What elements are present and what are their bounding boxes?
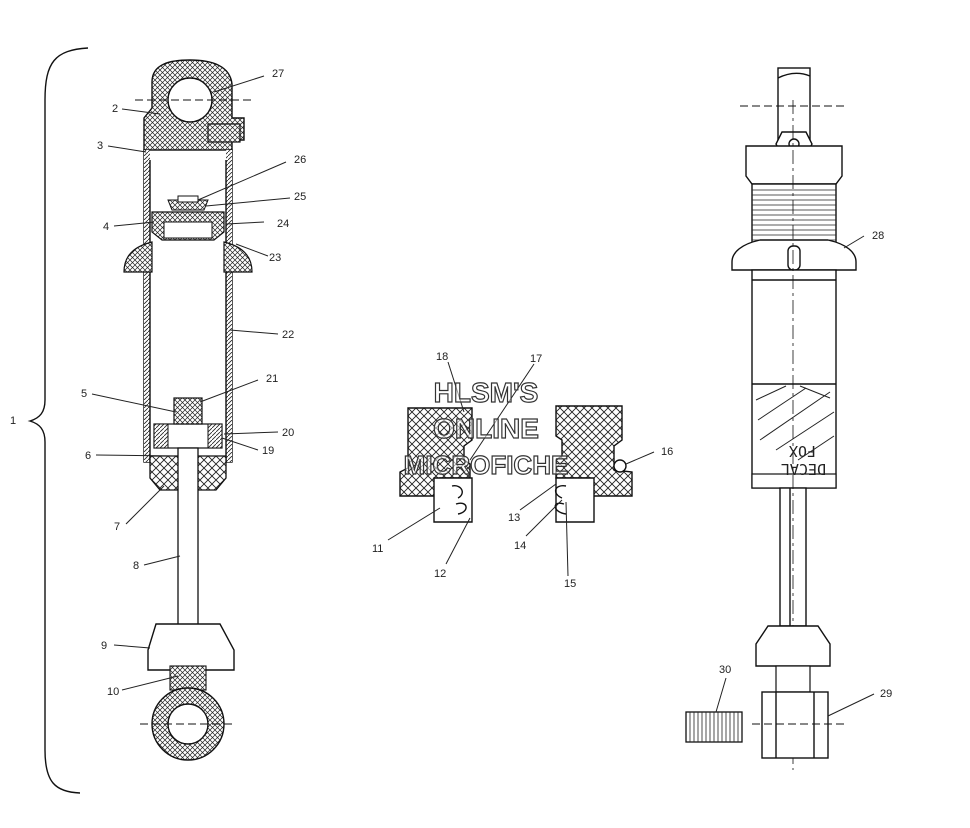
label-27: 27 [272, 68, 284, 80]
label-21: 21 [266, 373, 278, 385]
label-13: 13 [508, 512, 520, 524]
bottom-bumper [147, 623, 235, 671]
label-9: 9 [101, 640, 107, 652]
label-20: 20 [282, 427, 294, 439]
watermark-line1: HLSM'S [434, 377, 539, 408]
leader-lines [91, 75, 875, 717]
label-4: 4 [103, 221, 109, 233]
label-25: 25 [294, 191, 306, 203]
bottom-eye-exterior [761, 691, 829, 759]
exterior-body-tube [751, 269, 837, 489]
label-30: 30 [719, 664, 731, 676]
label-17: 17 [530, 353, 542, 365]
part-labels: 1 2 3 4 5 6 7 8 9 10 11 12 13 14 15 16 1… [10, 68, 892, 700]
piston-nut [173, 397, 203, 425]
label-6: 6 [85, 450, 91, 462]
exterior-bumper [755, 625, 831, 667]
label-24: 24 [277, 218, 289, 230]
spring-seat-collar [123, 241, 153, 273]
label-3: 3 [97, 140, 103, 152]
watermark-line2: ONLINE [433, 413, 539, 444]
label-10: 10 [107, 686, 119, 698]
label-5: 5 [81, 388, 87, 400]
label-15: 15 [564, 578, 576, 590]
label-23: 23 [269, 252, 281, 264]
label-22: 22 [282, 329, 294, 341]
label-28: 28 [872, 230, 884, 242]
seal-detail [399, 405, 633, 523]
label-16: 16 [661, 446, 673, 458]
top-mount-stub [777, 67, 811, 141]
watermark-line3: MICROFICHE [404, 450, 569, 480]
o-ring-16 [613, 459, 627, 473]
label-14: 14 [514, 540, 526, 552]
exterior-cap [745, 145, 843, 185]
label-2: 2 [112, 103, 118, 115]
label-29: 29 [880, 688, 892, 700]
decal-text-line2: FOX [789, 442, 816, 460]
label-26: 26 [294, 154, 306, 166]
shock-exterior-view: DECAL FOX [685, 67, 857, 770]
watermark: HLSM'S ONLINE MICROFICHE [403, 376, 569, 480]
label-1: 1 [10, 415, 16, 427]
label-19: 19 [262, 445, 274, 457]
label-8: 8 [133, 560, 139, 572]
label-12: 12 [434, 568, 446, 580]
side-valve-cap [207, 123, 241, 143]
label-11: 11 [372, 543, 383, 555]
label-7: 7 [114, 521, 120, 533]
label-18: 18 [436, 351, 448, 363]
shock-cross-section [123, 59, 253, 761]
decal-text-line1: DECAL [781, 460, 826, 478]
assembly-bracket [27, 47, 89, 794]
